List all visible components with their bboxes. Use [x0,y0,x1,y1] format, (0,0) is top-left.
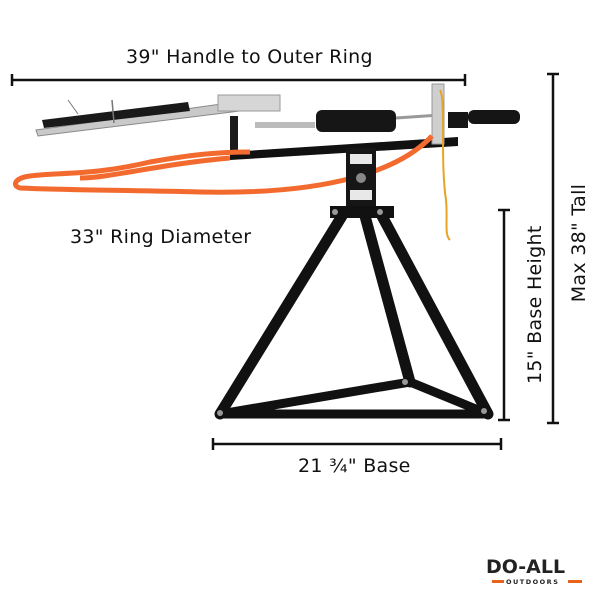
tripod-base [214,206,494,420]
handle [431,83,520,145]
dimension-line-base-height [498,208,510,422]
logo-accent-left [492,580,504,583]
orange-ring [13,134,434,195]
max-height-label: Max 38" Tall [568,183,590,303]
base-height-label: 15" Base Height [524,225,546,384]
brand-tagline: OUTDOORS [506,578,560,586]
spring [255,110,441,132]
pivot-bracket [346,148,376,208]
base-width-label: 21 ¾" Base [298,455,411,477]
brand-name: DO-ALL [486,556,566,578]
dimension-line-max-height [547,72,559,425]
handle-to-ring-label: 39" Handle to Outer Ring [126,46,373,68]
logo-accent-right [568,580,582,583]
main-bar [230,137,458,160]
pull-cord [439,89,451,241]
ring-diameter-label: 33" Ring Diameter [70,226,252,248]
brand-logo: DO-ALL OUTDOORS [486,556,590,590]
dimension-line-base-width [211,438,503,450]
throwing-arm [35,94,281,150]
dimension-line-length [10,74,467,86]
